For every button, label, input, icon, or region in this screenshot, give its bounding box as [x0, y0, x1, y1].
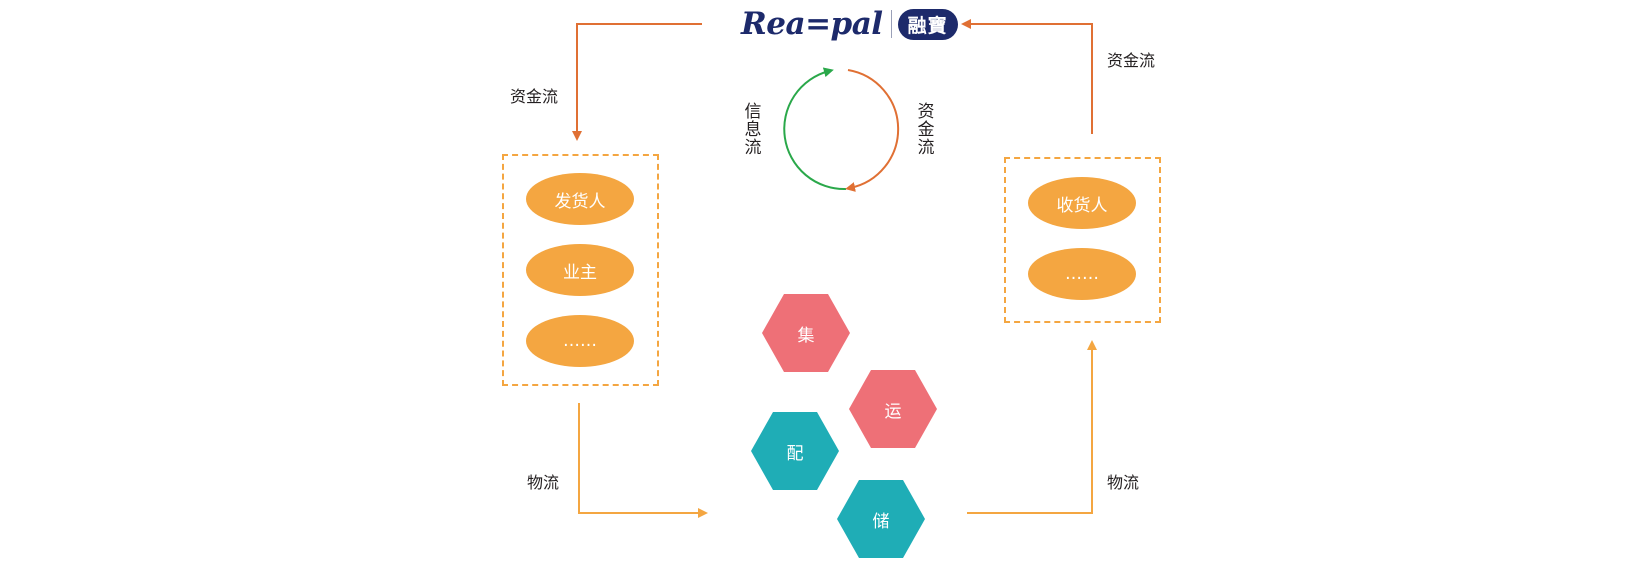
center-fund-flow-label: 资金流	[917, 102, 935, 158]
hex-label: 运	[884, 401, 902, 422]
shipper-group-box	[502, 154, 659, 386]
reapal-logo: Rea=pal 融寶	[741, 4, 958, 44]
hex-label: 储	[872, 511, 890, 532]
service-hex-transport: 运	[849, 370, 937, 448]
fund-flow-arc	[845, 69, 900, 192]
logo-divider	[890, 10, 892, 38]
hex-label: 集	[797, 325, 815, 346]
fund-flow-arrow-to-logo	[961, 19, 1093, 134]
party-label: 收货人	[1056, 195, 1108, 216]
logo-wordmark: Rea=pal	[741, 6, 883, 42]
party-label: ……	[563, 331, 597, 351]
logistics-label-left: 物流	[527, 473, 560, 492]
logistics-label-right: 物流	[1107, 473, 1140, 492]
logo-badge: 融寶	[897, 8, 958, 40]
fund-flow-arrow-to-shipper	[572, 23, 702, 141]
fund-flow-label-right: 资金流	[1107, 51, 1156, 70]
service-hex-collect: 集	[762, 294, 850, 372]
party-consignee: 收货人	[1028, 177, 1136, 229]
logistics-arrow-to-consignee	[967, 340, 1097, 514]
info-flow-label: 信息流	[744, 102, 762, 158]
party-label: 业主	[563, 262, 597, 283]
service-hex-distribute: 配	[751, 412, 839, 490]
party-owner: 业主	[526, 244, 634, 296]
party-label: 发货人	[554, 191, 606, 212]
service-hex-store: 储	[837, 480, 925, 558]
party-shipper: 发货人	[526, 173, 634, 225]
fund-flow-label-left: 资金流	[510, 87, 559, 106]
party-more: ……	[526, 315, 634, 367]
logistics-arrow-to-hub	[578, 403, 708, 518]
info-flow-arc	[783, 67, 847, 191]
hex-label: 配	[786, 443, 804, 464]
party-more: ……	[1028, 248, 1136, 300]
consignee-group-box	[1004, 157, 1161, 323]
party-label: ……	[1065, 264, 1099, 284]
